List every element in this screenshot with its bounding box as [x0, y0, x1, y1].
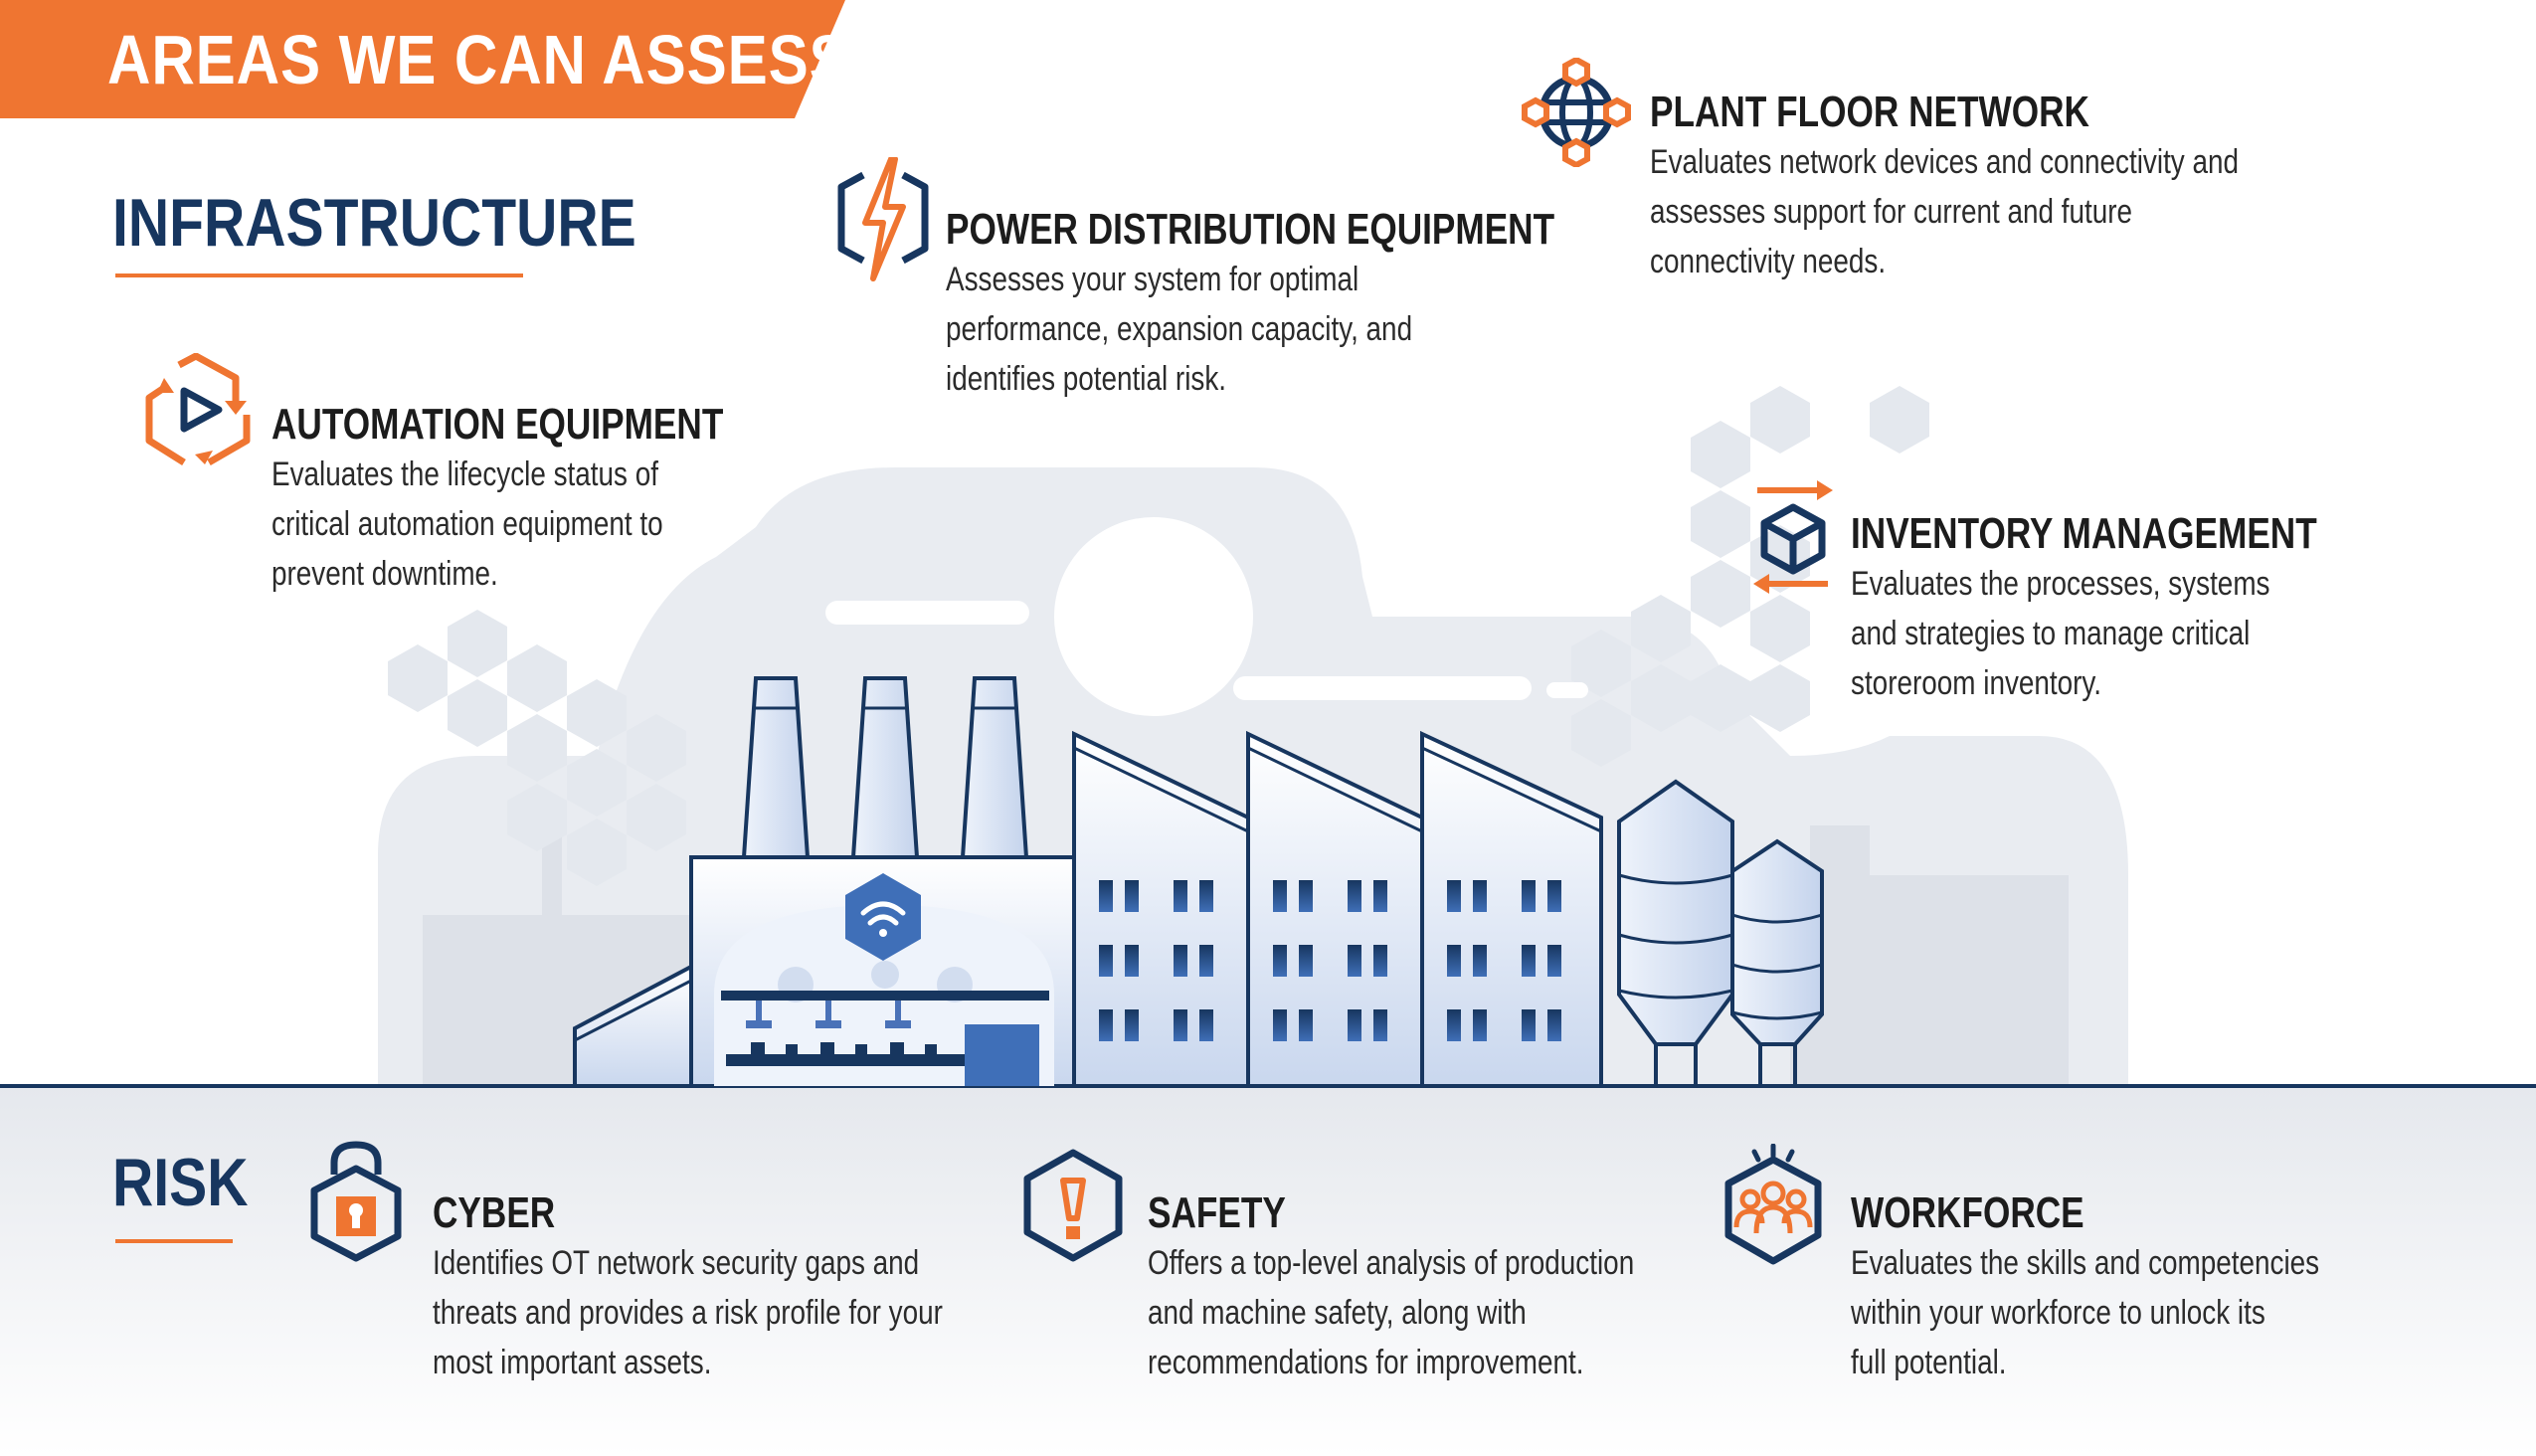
inventory-management-title: INVENTORY MANAGEMENT — [1851, 509, 2317, 558]
description-line: Evaluates network devices and connectivi… — [1650, 143, 2240, 181]
description-line: most important assets. — [433, 1344, 712, 1381]
cyber-description: Identifies OT network security gaps and … — [433, 1238, 943, 1387]
risk-underline — [115, 1239, 233, 1243]
description-line: Identifies OT network security gaps and — [433, 1244, 920, 1282]
description-line: identifies potential risk. — [946, 360, 1227, 398]
warning-exclamation-icon — [1023, 1149, 1123, 1262]
description-line: Evaluates the lifecycle status of — [272, 455, 658, 493]
plant-floor-network-item: PLANT FLOOR NETWORK Evaluates network de… — [1650, 88, 2368, 286]
description-line: and machine safety, along with — [1148, 1294, 1527, 1332]
description-line: assesses support for current and future — [1650, 193, 2133, 231]
description-line: threats and provides a risk profile for … — [433, 1294, 943, 1332]
safety-item: SAFETY Offers a top-level analysis of pr… — [1148, 1188, 1741, 1387]
padlock-icon — [310, 1141, 402, 1262]
description-line: Offers a top-level analysis of productio… — [1148, 1244, 1635, 1282]
description-line: recommendations for improvement. — [1148, 1344, 1584, 1381]
safety-description: Offers a top-level analysis of productio… — [1148, 1238, 1634, 1387]
power-distribution-description: Assesses your system for optimal perform… — [946, 255, 1569, 404]
banner-title: AREAS WE CAN ASSESS — [107, 21, 850, 98]
automation-equipment-title: AUTOMATION EQUIPMENT — [272, 400, 724, 449]
automation-cycle-icon — [145, 353, 251, 466]
safety-title: SAFETY — [1148, 1188, 1286, 1237]
description-line: within your workforce to unlock its — [1851, 1294, 2265, 1332]
workforce-people-icon — [1724, 1144, 1822, 1265]
lightning-bolt-icon — [837, 157, 929, 281]
description-line: Evaluates the processes, systems — [1851, 565, 2270, 603]
description-line: storeroom inventory. — [1851, 664, 2102, 702]
workforce-description: Evaluates the skills and competencies wi… — [1851, 1238, 2319, 1387]
inventory-management-description: Evaluates the processes, systems and str… — [1851, 559, 2328, 708]
automation-equipment-item: AUTOMATION EQUIPMENT Evaluates the lifec… — [272, 400, 836, 599]
description-line: full potential. — [1851, 1344, 2007, 1381]
description-line: Evaluates the skills and competencies — [1851, 1244, 2320, 1282]
header-banner — [0, 0, 845, 118]
description-line: and strategies to manage critical — [1851, 615, 2251, 652]
network-globe-icon — [1522, 58, 1631, 167]
description-line: critical automation equipment to — [272, 505, 663, 543]
description-line: Assesses your system for optimal — [946, 261, 1359, 298]
infrastructure-underline — [115, 273, 523, 277]
workforce-item: WORKFORCE Evaluates the skills and compe… — [1851, 1188, 2423, 1387]
plant-floor-network-title: PLANT FLOOR NETWORK — [1650, 88, 2089, 136]
cyber-item: CYBER Identifies OT network security gap… — [433, 1188, 1055, 1387]
inventory-management-item: INVENTORY MANAGEMENT Evaluates the proce… — [1851, 509, 2434, 708]
workforce-title: WORKFORCE — [1851, 1188, 2084, 1237]
plant-floor-network-description: Evaluates network devices and connectivi… — [1650, 137, 2239, 286]
infrastructure-heading: INFRASTRUCTURE — [112, 185, 636, 261]
power-distribution-title: POWER DISTRIBUTION EQUIPMENT — [946, 205, 1555, 254]
cyber-title: CYBER — [433, 1188, 556, 1237]
description-line: performance, expansion capacity, and — [946, 310, 1413, 348]
power-distribution-item: POWER DISTRIBUTION EQUIPMENT Assesses yo… — [946, 205, 1707, 404]
description-line: connectivity needs. — [1650, 243, 1887, 280]
inventory-box-icon — [1753, 480, 1833, 594]
risk-heading: RISK — [112, 1145, 249, 1220]
description-line: prevent downtime. — [272, 555, 498, 593]
automation-equipment-description: Evaluates the lifecycle status of critic… — [272, 450, 735, 599]
